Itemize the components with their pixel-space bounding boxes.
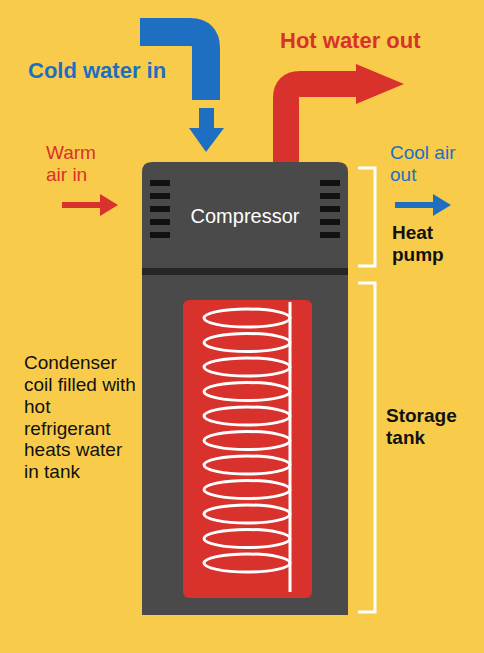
condenser-region xyxy=(183,300,312,598)
warm-air-arrow xyxy=(62,194,118,216)
coil-loop xyxy=(204,432,290,450)
heat-pump-label: Heat pump xyxy=(392,222,472,266)
tank-housing xyxy=(142,162,348,615)
coil-loop xyxy=(204,505,290,523)
coil-loop xyxy=(204,456,290,474)
condenser-note: Condenser coil filled with hot refrigera… xyxy=(24,352,136,483)
heat-pump-bracket xyxy=(358,168,375,266)
divider xyxy=(142,268,348,275)
cold-water-arrow xyxy=(189,108,224,152)
coil-loop xyxy=(204,407,290,425)
coil-loop xyxy=(204,309,290,327)
coil-loop xyxy=(204,530,290,548)
coil-loop xyxy=(204,358,290,376)
cool-air-arrow xyxy=(395,194,451,216)
coil-loop xyxy=(204,334,290,352)
condenser-coil xyxy=(204,302,290,592)
storage-tank-label: Storage tank xyxy=(386,405,476,449)
cool-air-label: Cool air out xyxy=(390,142,460,186)
compressor-section: Compressor xyxy=(178,198,312,234)
hot-water-pipe xyxy=(286,84,356,165)
hot-water-arrow xyxy=(356,64,404,104)
vents xyxy=(150,180,340,238)
warm-air-label: Warm air in xyxy=(46,142,116,186)
node-text: Compressor xyxy=(191,205,300,228)
coil-loop xyxy=(204,481,290,499)
hot-water-label: Hot water out xyxy=(280,28,480,53)
cold-water-label: Cold water in xyxy=(28,58,188,83)
coil-loop xyxy=(204,383,290,401)
coil-loop xyxy=(204,554,290,572)
storage-tank-bracket xyxy=(358,283,375,612)
